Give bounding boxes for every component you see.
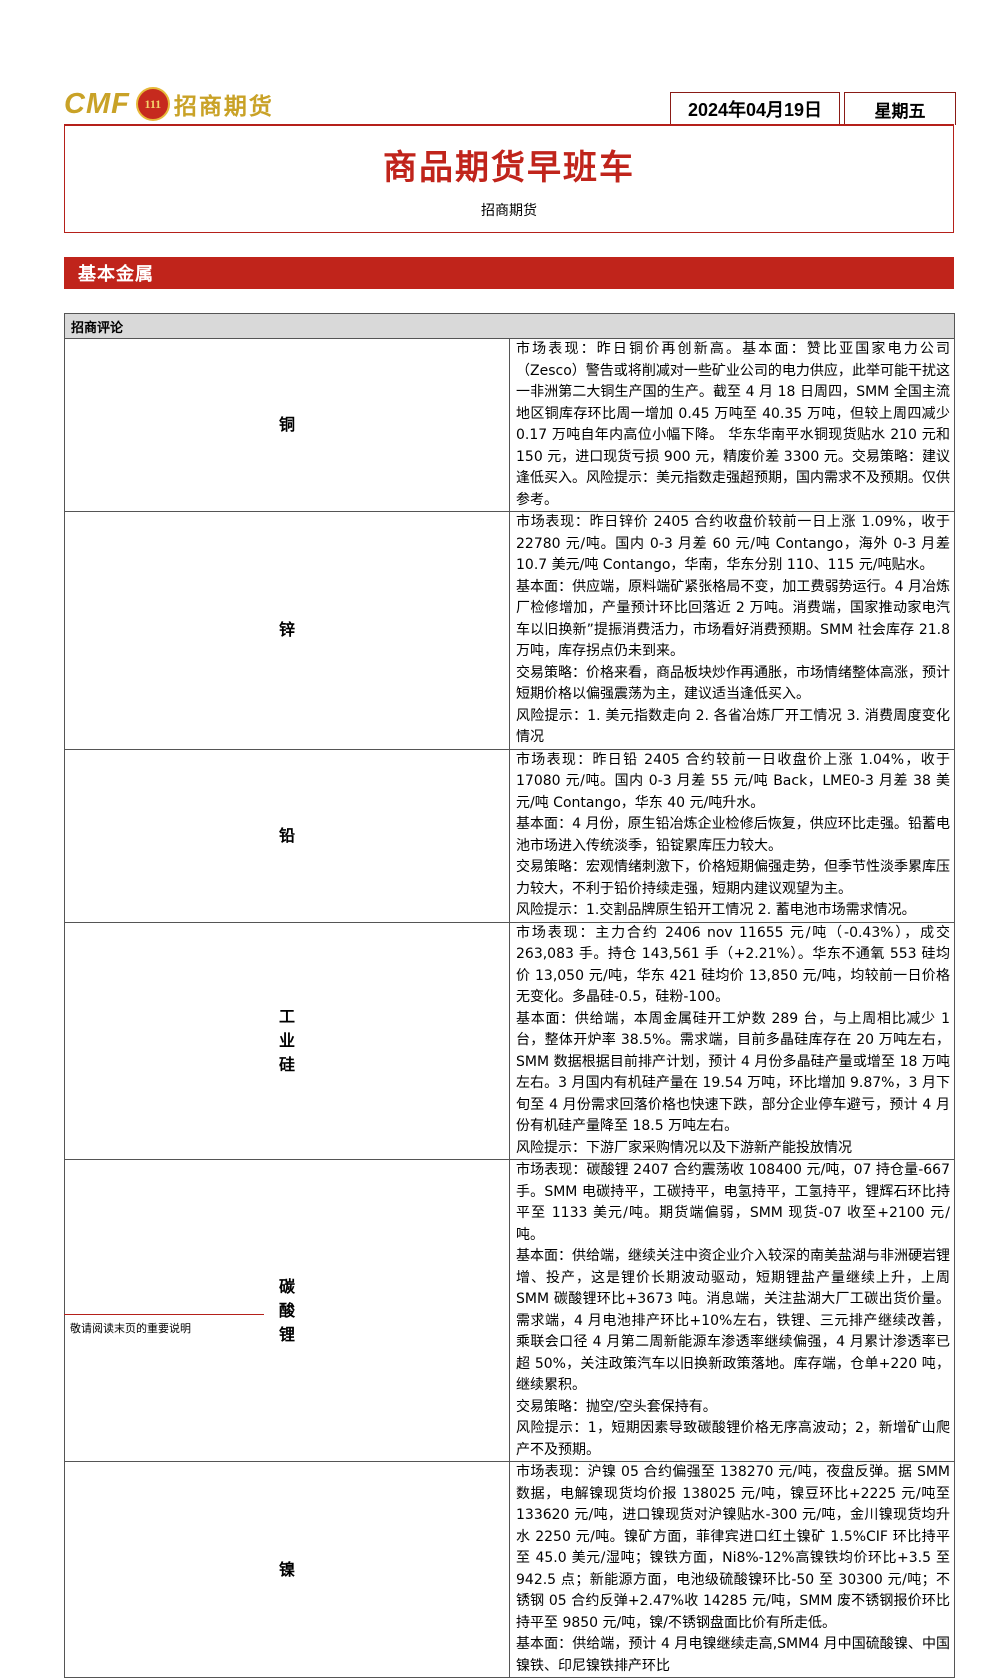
section-header-base-metals: 基本金属	[64, 257, 954, 289]
paragraph: 基本面：供应端，原料端矿紧张格局不变，加工费弱势运行。4 月冶炼厂检修增加，产量…	[516, 578, 950, 660]
commentary-cell: 市场表现：沪镍 05 合约偏强至 138270 元/吨，夜盘反弹。据 SMM 数…	[509, 1461, 955, 1678]
paragraph: 风险提示：下游厂家采购情况以及下游新产能投放情况	[516, 1139, 852, 1156]
table-header: 招商评论	[64, 313, 955, 339]
paragraph: 基本面：供给端，继续关注中资企业介入较深的南美盐湖与非洲硬岩锂增、投产，这是锂价…	[516, 1248, 950, 1393]
logo-badge-text: 111	[144, 96, 162, 111]
table-row: 镍 市场表现：沪镍 05 合约偏强至 138270 元/吨，夜盘反弹。据 SMM…	[64, 1461, 955, 1678]
paragraph: 风险提示：1. 美元指数走向 2. 各省冶炼厂开工情况 3. 消费周度变化情况	[516, 707, 950, 746]
company-logo: CMF 111 招商期货	[64, 86, 274, 122]
commentary-cell: 市场表现：昨日锌价 2405 合约收盘价较前一日上涨 1.09%，收于 2278…	[509, 511, 955, 750]
metal-label: 铜	[64, 338, 510, 512]
footer-note: 敬请阅读末页的重要说明	[70, 1322, 191, 1335]
paragraph: 交易策略：价格来看，商品板块炒作再通胀，市场情绪整体高涨，预计短期价格以偏强震荡…	[516, 664, 950, 703]
paragraph: 市场表现：昨日锌价 2405 合约收盘价较前一日上涨 1.09%，收于 2278…	[516, 514, 950, 573]
commentary-cell: 市场表现：昨日铜价再创新高。基本面：赞比亚国家电力公司（Zesco）警告或将削减…	[509, 338, 955, 512]
metal-label: 镍	[64, 1461, 510, 1678]
table-row: 锌 市场表现：昨日锌价 2405 合约收盘价较前一日上涨 1.09%，收于 22…	[64, 511, 955, 750]
table-header-row: 招商评论	[64, 313, 955, 339]
footer-divider	[64, 1314, 264, 1315]
paragraph: 市场表现：主力合约 2406 nov 11655 元/吨（-0.43%），成交 …	[516, 924, 950, 1006]
report-date: 2024年04月19日	[670, 92, 840, 125]
paragraph: 交易策略：抛空/空头套保持有。	[516, 1398, 717, 1415]
commentary-cell: 市场表现：主力合约 2406 nov 11655 元/吨（-0.43%），成交 …	[509, 921, 955, 1160]
title-frame: 商品期货早班车 招商期货	[64, 126, 954, 233]
header-divider	[64, 124, 954, 126]
paragraph: 基本面：供给端，预计 4 月电镍继续走高,SMM4 月中国硫酸镍、中国镍铁、印尼…	[516, 1636, 950, 1674]
commentary-cell: 市场表现：碳酸锂 2407 合约震荡收 108400 元/吨，07 持仓量-66…	[509, 1159, 955, 1462]
paragraph: 市场表现：昨日铜价再创新高。基本面：赞比亚国家电力公司（Zesco）警告或将削减…	[516, 341, 950, 508]
table-row: 工业硅 市场表现：主力合约 2406 nov 11655 元/吨（-0.43%）…	[64, 921, 955, 1160]
metal-label: 碳酸锂	[64, 1159, 510, 1462]
logo-badge-icon: 111	[135, 87, 170, 121]
table-row: 铜 市场表现：昨日铜价再创新高。基本面：赞比亚国家电力公司（Zesco）警告或将…	[64, 338, 955, 512]
paragraph: 风险提示：1，短期因素导致碳酸锂价格无序高波动；2，新增矿山爬产不及预期。	[516, 1420, 950, 1458]
paragraph: 市场表现：碳酸锂 2407 合约震荡收 108400 元/吨，07 持仓量-66…	[516, 1162, 950, 1243]
logo-cmf-text: CMF	[64, 87, 130, 120]
table-row: 碳酸锂 市场表现：碳酸锂 2407 合约震荡收 108400 元/吨，07 持仓…	[64, 1159, 955, 1462]
page-title: 商品期货早班车	[383, 148, 635, 188]
page-subtitle: 招商期货	[481, 203, 537, 219]
section-title: 基本金属	[78, 264, 154, 285]
paragraph: 风险提示：1.交割品牌原生铅开工情况 2. 蓄电池市场需求情况。	[516, 902, 916, 918]
paragraph: 基本面：4 月份，原生铅冶炼企业检修后恢复，供应环比走强。铅蓄电池市场进入传统淡…	[516, 816, 950, 854]
logo-chinese-text: 招商期货	[173, 93, 274, 120]
report-weekday: 星期五	[844, 92, 956, 125]
metal-label: 工业硅	[64, 921, 510, 1160]
table-row: 铅 市场表现：昨日铅 2405 合约较前一日收盘价上涨 1.04%，收于 170…	[64, 748, 955, 923]
commentary-table: 招商评论 铜 市场表现：昨日铜价再创新高。基本面：赞比亚国家电力公司（Zesco…	[64, 313, 955, 1678]
paragraph: 市场表现：沪镍 05 合约偏强至 138270 元/吨，夜盘反弹。据 SMM 数…	[516, 1464, 950, 1631]
paragraph: 市场表现：昨日铅 2405 合约较前一日收盘价上涨 1.04%，收于 17080…	[516, 751, 950, 811]
paragraph: 交易策略：宏观情绪刺激下，价格短期偏强走势，但季节性淡季累库压力较大，不利于铅价…	[516, 859, 950, 897]
commentary-cell: 市场表现：昨日铅 2405 合约较前一日收盘价上涨 1.04%，收于 17080…	[509, 748, 955, 923]
paragraph: 基本面：供给端，本周金属硅开工炉数 289 台，与上周相比减少 1 台，整体开炉…	[516, 1010, 950, 1135]
metal-label: 铅	[64, 748, 510, 923]
metal-label: 锌	[64, 511, 510, 750]
